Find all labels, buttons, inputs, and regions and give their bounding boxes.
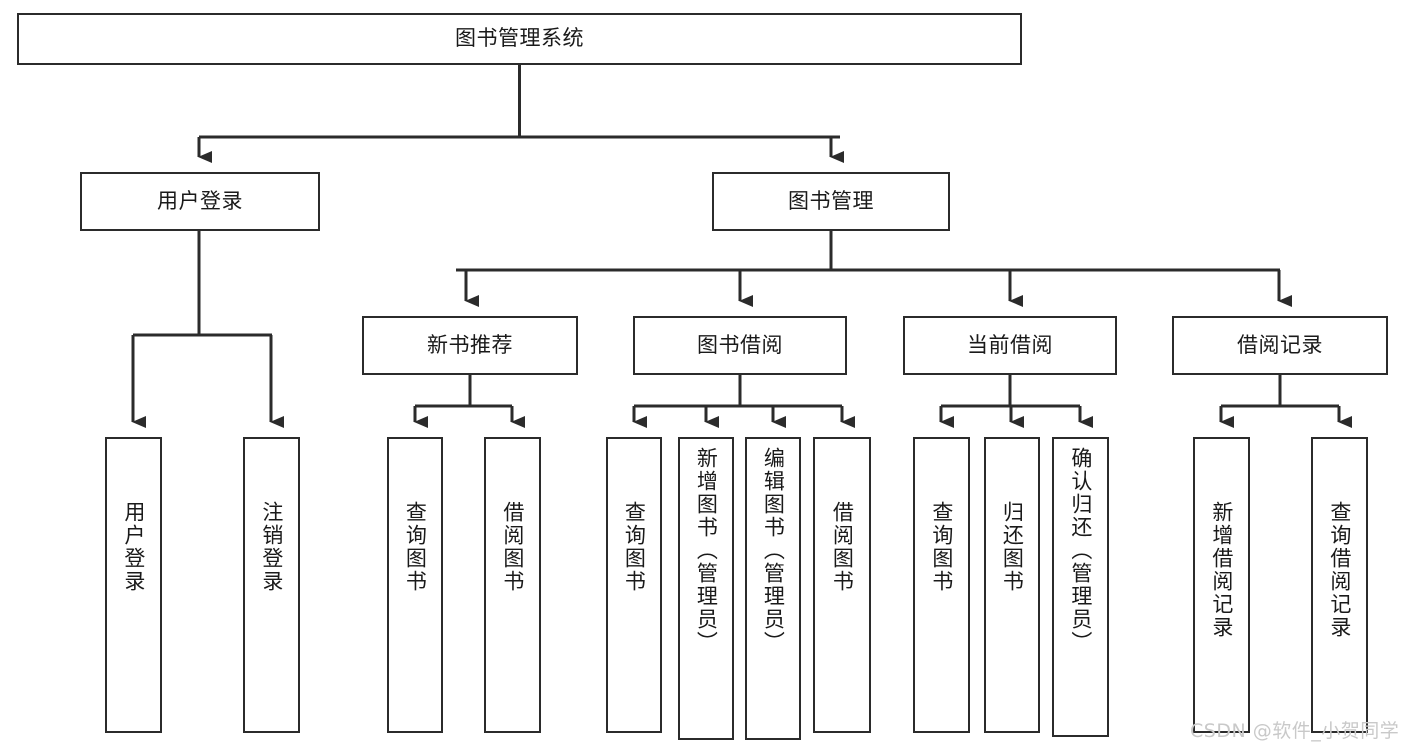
leaf-query-borrow-record-label: 查询借阅记录 [1327,501,1352,639]
csdn-watermark: CSDN @软件_小贺同学 [1190,720,1400,742]
leaf-edit-book-admin[interactable]: 编辑图书（管理员） [745,437,801,740]
leaf-borrow-book-recommend-label: 借阅图书 [500,501,525,593]
leaf-query-book-current[interactable]: 查询图书 [913,437,970,733]
node-book-borrow-label: 图书借阅 [697,332,783,357]
leaf-add-borrow-record[interactable]: 新增借阅记录 [1193,437,1250,733]
leaf-logout-label: 注销登录 [259,501,284,593]
leaf-query-book-borrow[interactable]: 查询图书 [606,437,662,733]
leaf-return-book[interactable]: 归还图书 [984,437,1040,733]
node-borrow-record-label: 借阅记录 [1237,332,1323,357]
leaf-query-borrow-record[interactable]: 查询借阅记录 [1311,437,1368,733]
leaf-confirm-return-admin-label: 确认归还（管理员） [1068,447,1093,654]
node-book-manage-label: 图书管理 [788,188,874,213]
leaf-query-book-current-label: 查询图书 [929,501,954,593]
leaf-edit-book-admin-label: 编辑图书（管理员） [761,447,786,654]
node-root-label: 图书管理系统 [455,26,584,51]
leaf-query-book-borrow-label: 查询图书 [622,501,647,593]
node-user-login-label: 用户登录 [157,188,243,213]
leaf-confirm-return-admin[interactable]: 确认归还（管理员） [1052,437,1109,737]
leaf-borrow-book-label: 借阅图书 [830,501,855,593]
leaf-logout[interactable]: 注销登录 [243,437,300,733]
leaf-user-login-label: 用户登录 [121,501,146,593]
node-current-borrow-label: 当前借阅 [967,332,1053,357]
node-user-login[interactable]: 用户登录 [80,172,320,231]
leaf-return-book-label: 归还图书 [1000,501,1025,593]
leaf-borrow-book[interactable]: 借阅图书 [813,437,871,733]
node-book-manage[interactable]: 图书管理 [712,172,950,231]
node-current-borrow[interactable]: 当前借阅 [903,316,1117,375]
node-new-book-recommend[interactable]: 新书推荐 [362,316,578,375]
leaf-user-login[interactable]: 用户登录 [105,437,162,733]
leaf-add-book-admin[interactable]: 新增图书（管理员） [678,437,734,740]
leaf-query-book-recommend[interactable]: 查询图书 [387,437,443,733]
leaf-borrow-book-recommend[interactable]: 借阅图书 [484,437,541,733]
leaf-add-borrow-record-label: 新增借阅记录 [1209,501,1234,639]
leaf-add-book-admin-label: 新增图书（管理员） [694,447,719,654]
leaf-query-book-recommend-label: 查询图书 [403,501,428,593]
node-root[interactable]: 图书管理系统 [17,13,1022,65]
node-book-borrow[interactable]: 图书借阅 [633,316,847,375]
node-borrow-record[interactable]: 借阅记录 [1172,316,1388,375]
node-new-book-recommend-label: 新书推荐 [427,332,513,357]
